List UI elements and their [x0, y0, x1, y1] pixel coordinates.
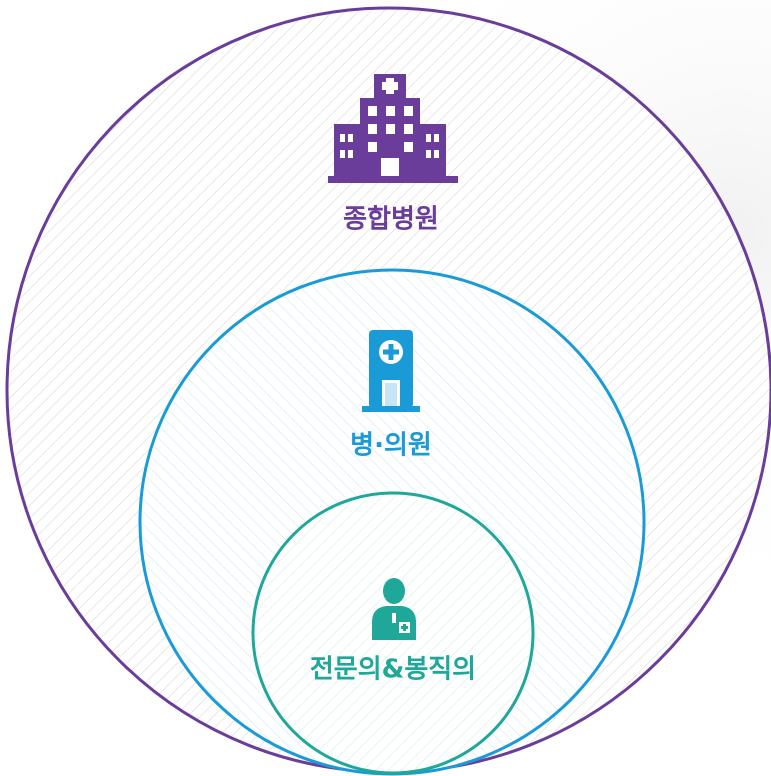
general-hospital-label: 종합병원 [343, 205, 439, 235]
specialist-label: 전문의&봉직의 [310, 655, 476, 685]
clinic-label: 병·의원 [350, 431, 432, 461]
clinic-building-icon [362, 330, 420, 412]
hospital-building-icon [328, 74, 458, 183]
doctor-icon [372, 578, 416, 640]
